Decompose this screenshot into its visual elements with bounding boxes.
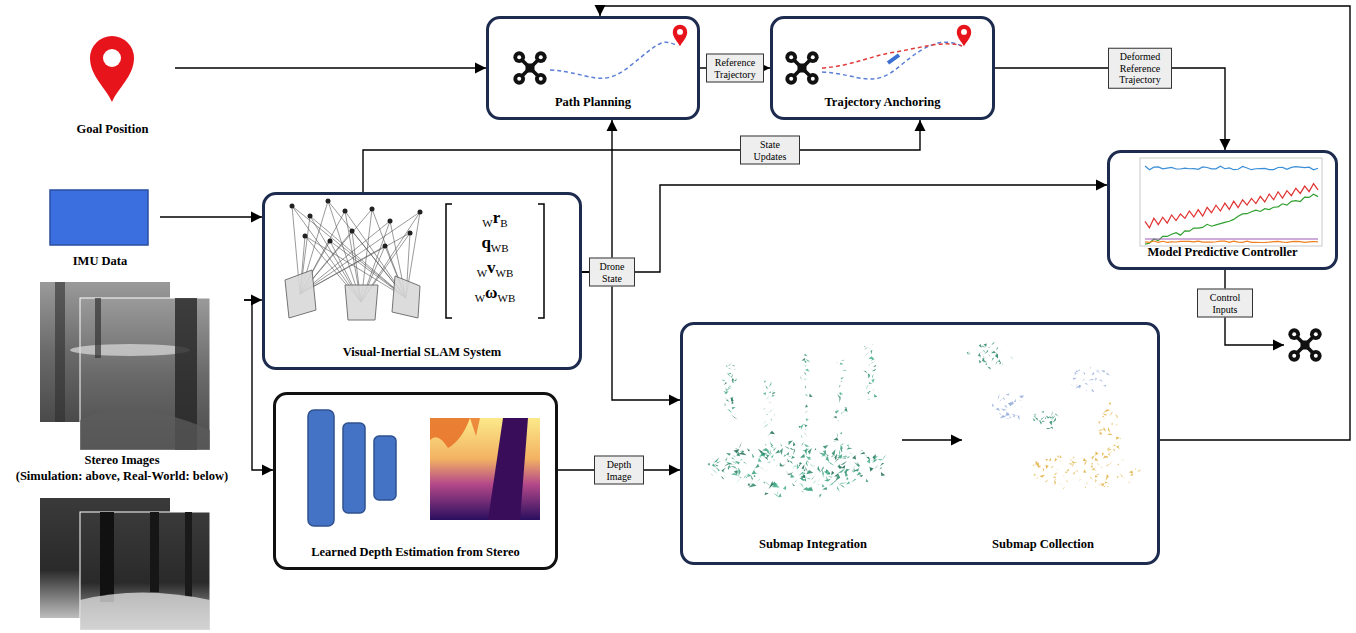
state-variable: WωWB — [475, 283, 516, 303]
sensor-input: IMU Data — [40, 190, 160, 276]
flow-arrow — [582, 272, 680, 400]
node-title: IMU Data — [40, 254, 160, 269]
signal-label: Control Inputs — [1197, 289, 1253, 318]
flow-arrow — [582, 120, 612, 272]
flow-arrow — [995, 68, 1225, 150]
image-input: Stereo Images(Simulation: above, Real-Wo… — [0, 282, 244, 630]
submap-arrow — [902, 439, 962, 440]
flow-arrow — [363, 120, 920, 192]
process-box: Learned Depth Estimation from Stereo — [273, 392, 558, 570]
state-matrix — [446, 204, 544, 318]
node-title: Stereo Images — [0, 453, 244, 468]
node-title: Goal Position — [50, 122, 175, 137]
flow-arrow — [600, 6, 1350, 440]
node-title: Submap Collection — [933, 537, 1153, 552]
node-title: Trajectory Anchoring — [773, 95, 992, 110]
node-title: (Simulation: above, Real-World: below) — [0, 469, 244, 484]
imu-block — [50, 190, 148, 245]
depth-image — [430, 418, 540, 520]
node-title: Submap Integration — [703, 537, 923, 552]
state-variable: WvWB — [477, 258, 514, 278]
drone-icon — [1288, 328, 1321, 361]
process-box: Path Planning — [486, 16, 700, 120]
stereo-real-images — [40, 498, 210, 630]
flow-arrow — [582, 185, 1107, 272]
goal-pin — [90, 36, 134, 102]
control-line — [1225, 270, 1284, 345]
state-variable: WrB — [482, 208, 507, 228]
state-variable: qWB — [481, 233, 508, 253]
point-clouds — [707, 342, 1141, 499]
goal-marker: Goal Position — [50, 30, 175, 143]
flow-arrow — [175, 67, 486, 68]
mpc-plot — [1140, 158, 1322, 246]
edge-label: Depth Image — [594, 456, 644, 485]
planning-sketch — [513, 25, 687, 85]
anchoring-sketch — [785, 25, 971, 85]
edge-label: State Updates — [740, 136, 800, 165]
process-box: Trajectory Anchoring — [770, 16, 995, 120]
flow-arrow — [700, 67, 770, 68]
submap-box: Submap Integration Submap Collection — [680, 322, 1160, 565]
node-title: Model Predictive Controller — [1110, 245, 1335, 260]
node-title: Visual-Inertial SLAM System — [265, 345, 579, 360]
edge-label: Reference Trajectory — [706, 54, 764, 83]
process-box: Visual-Inertial SLAM System — [262, 192, 582, 370]
edge-label: Drone State — [589, 258, 635, 287]
slam-factor-graph — [285, 199, 423, 321]
stereo-sim-images — [40, 282, 210, 450]
flow-arrow — [244, 300, 273, 470]
node-title: Learned Depth Estimation from Stereo — [276, 545, 555, 560]
flow-arrow — [160, 216, 262, 217]
process-box: Model Predictive Controller — [1107, 150, 1338, 270]
node-title: Path Planning — [489, 95, 697, 110]
edge-label: Deformed Reference Trajectory — [1108, 48, 1172, 89]
depth-network — [308, 410, 396, 526]
flow-arrow — [558, 469, 680, 470]
